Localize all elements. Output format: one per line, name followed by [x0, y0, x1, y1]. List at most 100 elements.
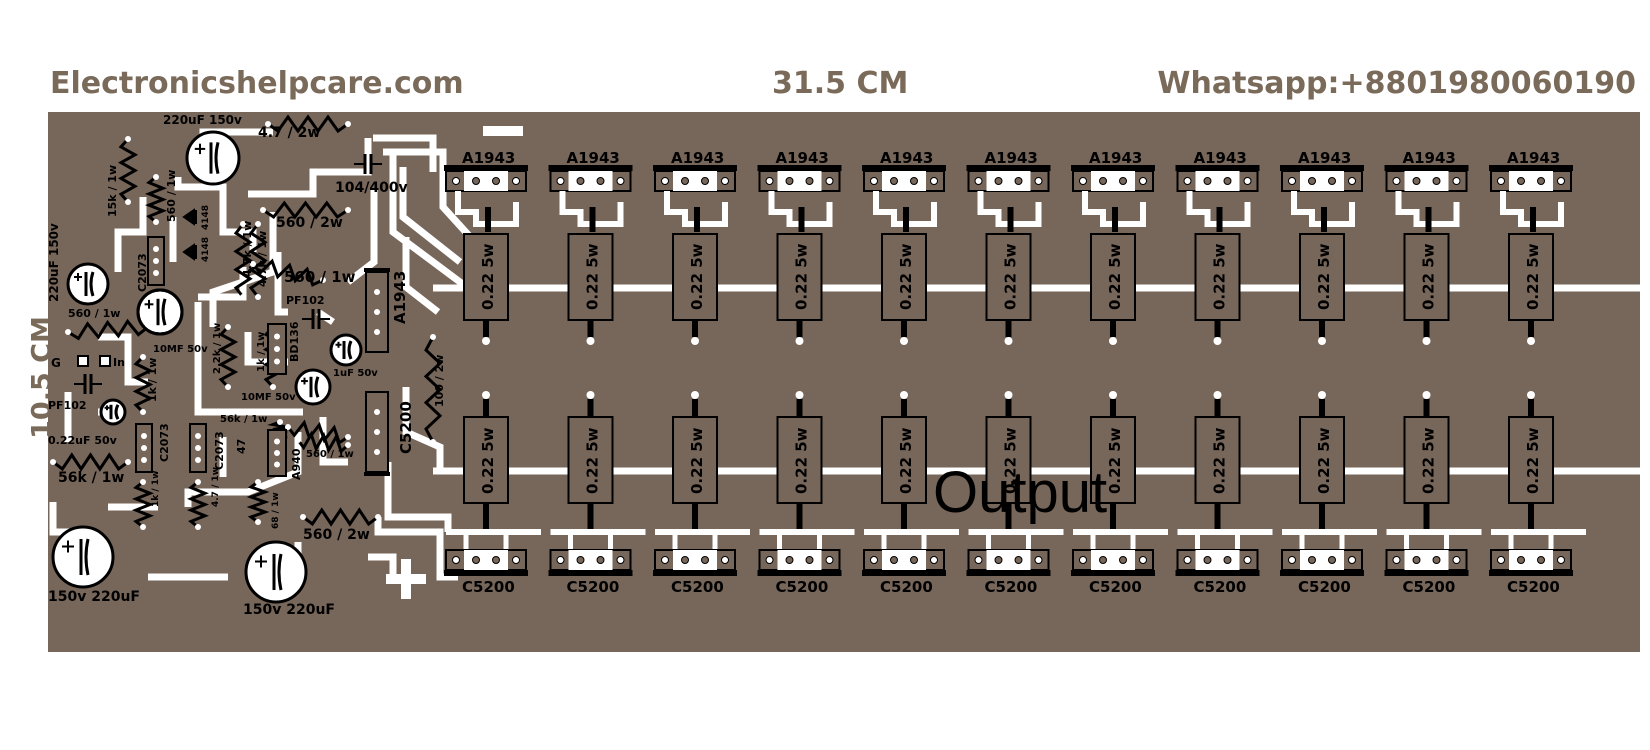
label-cap-pf102-b: PF102: [48, 399, 87, 412]
pin-hole: [930, 556, 938, 564]
transistor-c5200-pad: [986, 550, 1031, 570]
resistor-body: [1090, 233, 1136, 321]
resistor-body: [985, 416, 1032, 504]
label-a1943: A1943: [567, 149, 620, 167]
transistor-c5200-pad: [1404, 550, 1449, 570]
label-resistor-lower: 0.22 5w: [1002, 427, 1020, 494]
trace-top: [1395, 191, 1460, 227]
pin: [374, 449, 380, 455]
label-cap-pf102-a: PF102: [286, 294, 325, 307]
pin-hole: [1452, 556, 1461, 564]
pad: [1527, 337, 1535, 345]
label-res-56k-1w-b: 56k / 1w: [220, 414, 267, 425]
transistor-c5200-pad: [1091, 550, 1135, 570]
pin-hole: [870, 556, 878, 564]
transistor-c5200-tab: [757, 570, 842, 576]
label-c5200: C5200: [567, 578, 620, 596]
pin: [374, 329, 380, 335]
pad: [265, 121, 271, 127]
pin: [141, 433, 147, 439]
transistor-a1943-tab: [757, 165, 842, 171]
pin: [195, 457, 201, 463]
pin-hole: [556, 556, 565, 564]
pad: [125, 136, 131, 142]
pin-hole: [785, 556, 794, 564]
pin-hole: [596, 556, 605, 564]
label-driver-c5200: C5200: [397, 401, 415, 454]
pad: [255, 221, 261, 227]
pin-hole: [1034, 177, 1043, 185]
diode-4148-b-icon: [182, 243, 197, 261]
label-c5200: C5200: [1089, 578, 1142, 596]
pad: [430, 439, 436, 445]
transistor-a1943-pad: [673, 171, 717, 191]
label-resistor-lower: 0.22 5w: [1106, 427, 1124, 494]
pin-hole: [890, 556, 898, 564]
pin-hole: [701, 556, 709, 564]
transistor-c5200-pad: [568, 550, 613, 570]
trace-bottom-legs: [1404, 532, 1449, 552]
label-res-1k-1w-c: 1k / 1w: [151, 471, 161, 507]
label-res-560-1w-c: 560 / 1w: [68, 307, 120, 320]
pin-hole: [1034, 556, 1043, 564]
label-res-4-7-1w: 4.7 / 1w: [211, 467, 221, 507]
pin-hole: [1392, 556, 1401, 564]
pin-hole: [825, 556, 834, 564]
pin-hole: [1014, 177, 1023, 185]
trace-top: [977, 191, 1042, 227]
pad: [260, 207, 266, 213]
label-resistor-lower: 0.22 5w: [793, 427, 811, 494]
cap-plate-curved: [84, 538, 90, 576]
resistor-body: [776, 416, 823, 504]
trace-top: [1500, 191, 1564, 227]
pin-hole: [1079, 556, 1087, 564]
label-q-a940: A940: [290, 448, 303, 480]
trace-top: [768, 191, 833, 227]
label-resistor-upper: 0.22 5w: [1106, 243, 1124, 310]
pin-hole: [1014, 556, 1023, 564]
pin-hole: [765, 177, 774, 185]
label-c5200: C5200: [671, 578, 724, 596]
trace-top: [1082, 191, 1146, 227]
trace-bottom-legs: [672, 532, 718, 552]
label-c5200: C5200: [1507, 578, 1560, 596]
cap-1uf-50v: [329, 333, 363, 367]
pad: [691, 391, 699, 399]
label-res-56k-1w-a: 56k / 1w: [58, 470, 124, 486]
pin-hole: [805, 177, 814, 185]
pad: [795, 391, 804, 399]
trace-top: [455, 191, 519, 227]
pin-hole: [1099, 556, 1107, 564]
label-c5200: C5200: [462, 578, 515, 596]
pin-hole: [661, 556, 669, 564]
board-width-label: 31.5 CM: [772, 66, 909, 101]
pin-hole: [576, 177, 585, 185]
res-2-2k-1w: [217, 325, 239, 389]
pad: [320, 277, 326, 283]
transistor-c5200-tab: [1280, 570, 1364, 576]
pin-hole: [1392, 177, 1401, 185]
label-c5200: C5200: [1298, 578, 1351, 596]
pad: [345, 434, 351, 440]
pad: [240, 294, 246, 300]
trace-bottom-legs: [986, 532, 1031, 552]
transistor-a1943-tab: [1071, 165, 1155, 171]
label-q-c2073-a: C2073: [136, 253, 149, 292]
pin: [274, 438, 280, 445]
pin-hole: [1432, 177, 1441, 185]
pad: [65, 329, 71, 335]
label-resistor-upper: 0.22 5w: [584, 243, 602, 310]
transistor-a1943-pad: [777, 171, 822, 191]
res-1k-1w-c: [131, 480, 155, 529]
transistor-c5200-tab: [1175, 570, 1260, 576]
pin-hole: [1412, 556, 1421, 564]
trace-bottom-legs: [1508, 532, 1554, 552]
trace-bottom-legs: [1090, 532, 1136, 552]
resistor-body: [1403, 233, 1450, 321]
website-label: Electronicshelpcare.com: [50, 66, 464, 101]
pin: [274, 461, 280, 468]
